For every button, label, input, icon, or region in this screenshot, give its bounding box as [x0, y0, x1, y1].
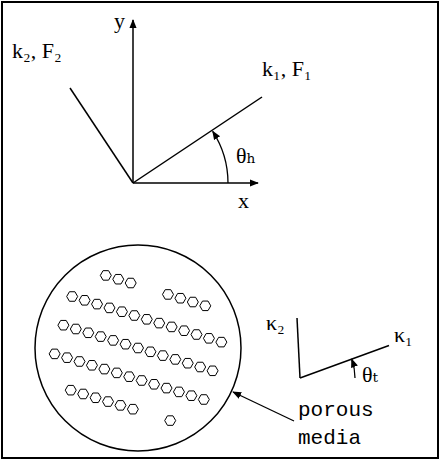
- pore-hexagon: [141, 315, 152, 325]
- pore-hexagon: [145, 347, 156, 357]
- pore-hexagon: [78, 389, 89, 399]
- pore-hexagon: [116, 307, 127, 317]
- angle-arc: [352, 359, 355, 378]
- pore-hexagon: [161, 383, 172, 393]
- pore-hexagon: [165, 416, 176, 426]
- callout-label: porous media: [298, 397, 398, 454]
- pore-hexagon: [125, 278, 136, 288]
- pore-hexagon: [149, 380, 160, 390]
- axis-label: κ₁: [394, 322, 413, 348]
- pore-hexagon: [92, 299, 103, 309]
- pore-hexagon: [113, 274, 124, 284]
- pore-hexagon: [67, 292, 78, 302]
- x-axis: [133, 182, 258, 184]
- pore-hexagon: [49, 349, 60, 359]
- pore-hexagon: [79, 296, 90, 306]
- pore-hexagon: [166, 322, 177, 332]
- pore-hexagon: [62, 353, 73, 363]
- pore-hexagon: [186, 391, 197, 401]
- pore-hexagon: [133, 343, 144, 353]
- pore-hexagon: [195, 362, 206, 372]
- pore-hexagon: [65, 385, 76, 395]
- angle-arc: [213, 131, 228, 183]
- pore-hexagon: [108, 336, 119, 346]
- angle-label: θₜ: [362, 362, 378, 388]
- pore-hexagon: [157, 351, 168, 361]
- pore-hexagon: [124, 372, 135, 382]
- pore-hexagon: [129, 311, 140, 321]
- pore-hexagon: [182, 358, 193, 368]
- leader-line: [233, 392, 294, 421]
- pore-hexagon: [120, 339, 131, 349]
- pore-hexagon: [173, 387, 184, 397]
- pore-hexagon: [95, 332, 106, 342]
- axis-label: k₁, F₁: [262, 56, 312, 82]
- pore-hexagon: [90, 393, 101, 403]
- pore-hexagon: [162, 290, 173, 300]
- pore-hexagon: [207, 366, 218, 376]
- pore-hexagon: [100, 271, 111, 281]
- pore-hexagon: [104, 303, 115, 313]
- k1-axis: [133, 97, 262, 183]
- k2-axis: [70, 88, 133, 183]
- pore-hexagon: [103, 397, 114, 407]
- pore-hexagon: [170, 355, 181, 365]
- pore-hexagon: [86, 361, 97, 371]
- pore-hexagon: [136, 376, 147, 386]
- kappa2-axis: [297, 318, 300, 378]
- pore-hexagon: [154, 318, 165, 328]
- pore-hexagon: [187, 297, 198, 307]
- axis-label: κ₂: [266, 310, 285, 336]
- pore-hexagon: [216, 337, 227, 347]
- pore-hexagon: [74, 357, 85, 367]
- axis-label: x: [238, 188, 249, 214]
- axis-label: k₂, F₂: [12, 38, 62, 64]
- pore-hexagon: [111, 368, 122, 378]
- pore-hexagon: [198, 395, 209, 405]
- pore-hexagon: [83, 328, 94, 338]
- pore-hexagon: [191, 330, 202, 340]
- pore-hexagon: [203, 334, 214, 344]
- pore-hexagon: [200, 301, 211, 311]
- pore-hexagon: [179, 326, 190, 336]
- pore-hexagon: [70, 324, 81, 334]
- y-axis: [132, 20, 134, 183]
- pore-hexagon: [127, 404, 138, 414]
- pore-hexagon: [175, 293, 186, 303]
- axis-label: y: [114, 8, 125, 34]
- pore-hexagon: [58, 320, 69, 330]
- pore-hexagon: [115, 401, 126, 411]
- pore-pattern: [49, 271, 227, 426]
- angle-label: θₕ: [236, 143, 256, 169]
- pore-hexagon: [99, 364, 110, 374]
- porous-circle: [35, 245, 241, 451]
